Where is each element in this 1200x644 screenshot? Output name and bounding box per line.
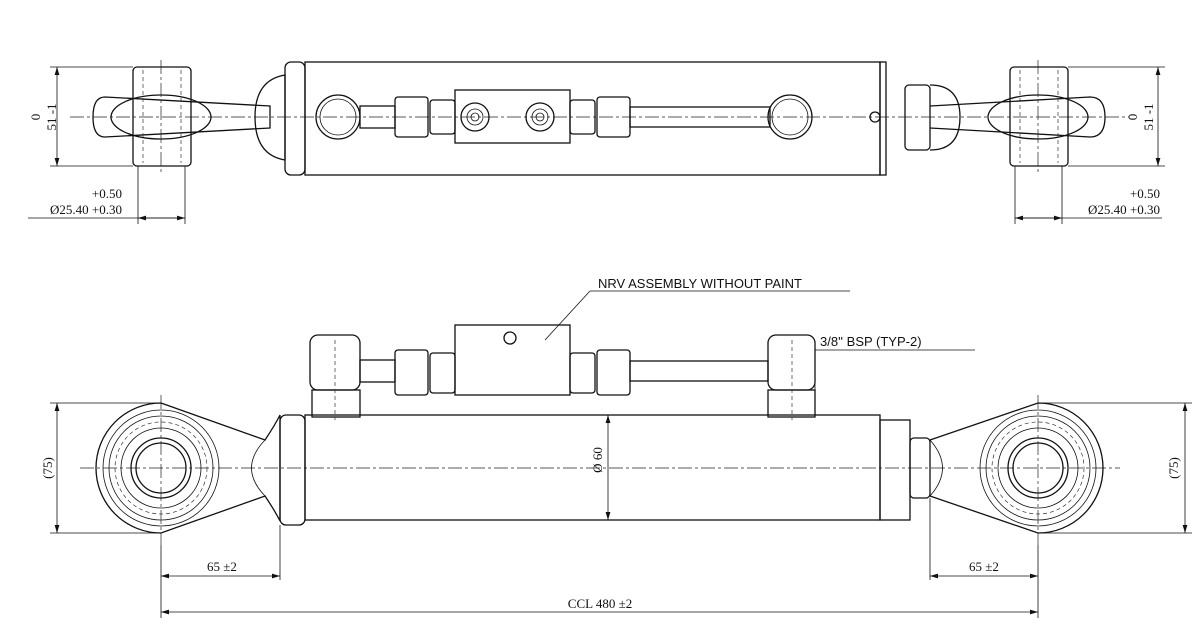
right-eye-height-dim: (75) (1166, 457, 1181, 479)
right-height-dim: 51 -1 (1141, 103, 1156, 130)
right-eye (909, 395, 1104, 545)
nrv-piping-top (315, 89, 813, 144)
left-bore-tol: +0.50 (92, 186, 122, 201)
cylinder-body (304, 61, 881, 176)
left-height-tol: 0 (28, 114, 43, 121)
side-view: NRV ASSEMBLY WITHOUT PAINT 3/8'' BSP (TY… (40, 276, 1192, 618)
right-collar (879, 419, 911, 521)
left-ball-joint (92, 60, 286, 172)
right-offset-dim: 65 ±2 (969, 559, 999, 574)
ports (309, 334, 816, 420)
body-diameter-dim: Ø 60 (590, 447, 605, 473)
left-height-dim: 51 -1 (44, 103, 59, 130)
breather-hole (869, 111, 881, 123)
port-label: 3/8'' BSP (TYP-2) (820, 334, 922, 349)
left-bore-dim: Ø25.40 +0.30 (50, 202, 122, 217)
left-collar (279, 414, 306, 526)
nrv-label: NRV ASSEMBLY WITHOUT PAINT (598, 276, 802, 291)
right-collar (879, 61, 887, 176)
center-length-dim: CCL 480 ±2 (568, 596, 632, 611)
right-bore-dim: Ø25.40 +0.30 (1088, 202, 1160, 217)
left-offset-dim: 65 ±2 (207, 559, 237, 574)
nrv-assembly (359, 324, 769, 396)
right-ball-joint (904, 60, 1106, 172)
left-collar (284, 61, 306, 176)
right-height-tol: 0 (1125, 114, 1140, 121)
right-bore-tol: +0.50 (1130, 186, 1160, 201)
top-view: 0 51 -1 0 51 -1 +0.50 Ø25.40 +0.30 +0.50… (28, 60, 1165, 224)
left-eye-height-dim: (75) (40, 457, 55, 479)
left-eye (95, 395, 281, 545)
